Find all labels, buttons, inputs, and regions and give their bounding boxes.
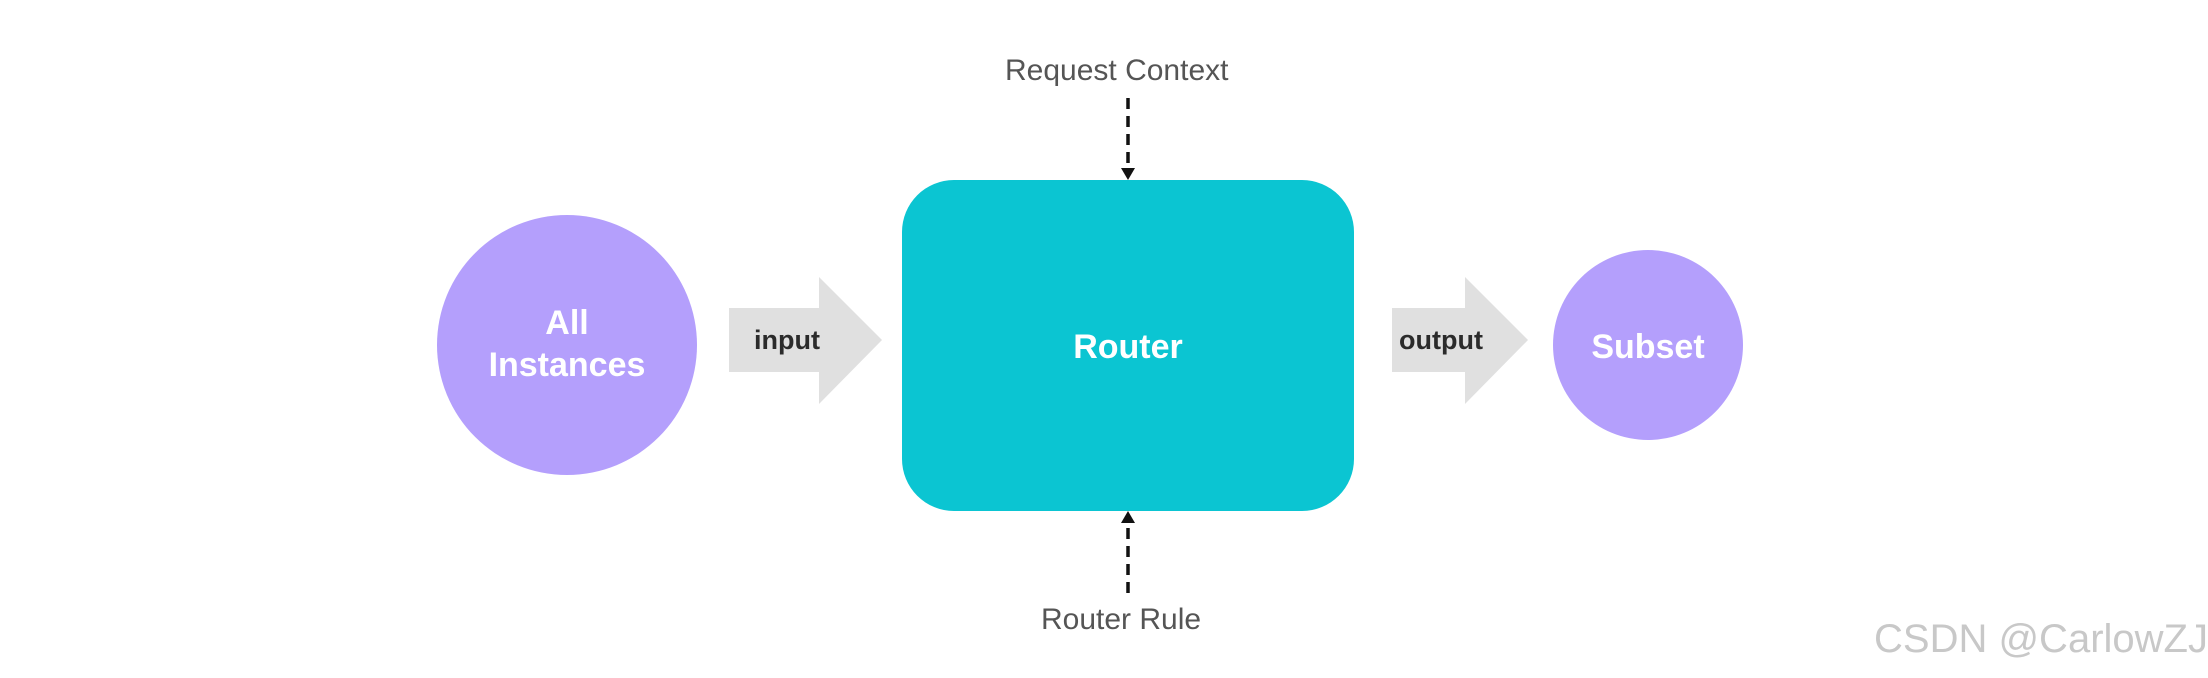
router-box [902,180,1354,511]
all-instances-label: All Instances [437,302,697,386]
all-instances-circle [437,215,697,475]
router-rule-arrowhead [1121,511,1135,523]
output-arrow [1392,277,1528,404]
subset-circle [1553,250,1743,440]
all-instances-line2: Instances [488,346,646,384]
all-instances-line1: All [545,304,589,342]
subset-label: Subset [1591,328,1705,366]
watermark: CSDN @CarlowZJ [1874,617,2208,661]
request-context-label: Request Context [1005,54,1229,87]
router-rule-label: Router Rule [1041,603,1202,636]
router-label: Router [1073,328,1183,366]
request-context-arrowhead [1121,168,1135,180]
output-label: output [1399,325,1483,355]
input-arrow [729,277,882,404]
input-label: input [754,325,820,355]
